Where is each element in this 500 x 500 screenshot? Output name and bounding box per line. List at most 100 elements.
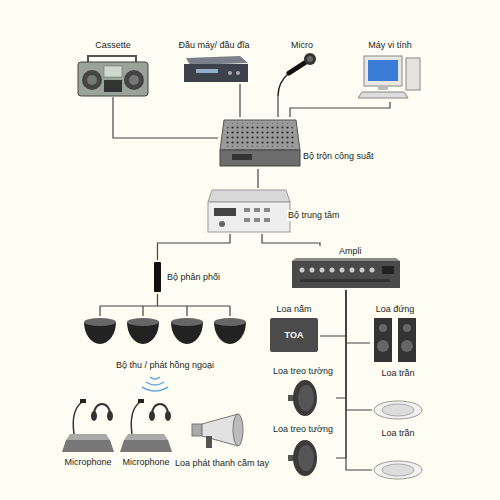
floor-speaker-picture xyxy=(374,318,392,362)
floor-speaker-picture xyxy=(379,324,387,332)
device-label: Bộ phân phối xyxy=(166,272,221,283)
speaker-node: Loa treo tường xyxy=(270,366,336,418)
cassette-picture xyxy=(78,56,148,96)
megaphone-picture xyxy=(233,414,243,446)
cassette-picture xyxy=(87,75,97,85)
conference-microphone-picture xyxy=(149,411,155,421)
distributor-picture xyxy=(154,262,161,292)
amplifier-picture xyxy=(382,266,394,274)
conference-microphone-picture xyxy=(120,399,172,452)
central-unit-picture xyxy=(219,221,225,227)
infrared-waves xyxy=(142,377,168,391)
ceiling-speaker-picture xyxy=(374,461,422,479)
computer-picture xyxy=(364,56,402,86)
central-unit-picture xyxy=(208,190,290,202)
ceiling-speaker-picture xyxy=(382,464,414,476)
infrared-waves xyxy=(150,377,160,379)
device-label: Bộ thu / phát hồng ngoại xyxy=(115,360,215,371)
conference-mic-node: Microphone xyxy=(119,396,173,468)
infrared-dome-pictures xyxy=(127,318,159,326)
device-label: Microphone xyxy=(121,457,170,468)
floor-speaker-picture xyxy=(403,324,411,332)
infrared-waves xyxy=(142,387,168,391)
infrared-node: Bộ thu / phát hồng ngoại xyxy=(80,316,250,372)
conference-microphone-picture xyxy=(120,440,172,452)
cassette-picture xyxy=(104,80,122,92)
device-label: Loa treo tường xyxy=(272,366,334,377)
cassette-picture xyxy=(104,66,122,77)
amplifier-picture xyxy=(370,268,375,273)
microphone-node: Micro xyxy=(268,40,328,96)
device-label: Loa nấm xyxy=(275,304,312,315)
microphone-picture xyxy=(289,62,306,73)
device-label: Đầu máy/ đầu đĩa xyxy=(177,40,250,51)
player-picture xyxy=(236,71,240,75)
device-label: Ampli xyxy=(338,246,363,257)
conference-microphone-picture xyxy=(107,411,113,421)
ceiling-speaker-picture xyxy=(374,401,422,419)
connector-line xyxy=(158,234,231,260)
megaphone-node: Loa phát thanh cầm tay xyxy=(172,410,273,470)
amplifier-picture xyxy=(292,258,400,288)
microphone-picture xyxy=(307,56,313,62)
speaker-node: Loa trần xyxy=(372,428,424,482)
infrared-dome-pictures xyxy=(214,318,246,326)
amplifier-picture xyxy=(292,261,400,288)
conference-microphone-picture xyxy=(124,434,168,440)
wall-speaker-picture xyxy=(298,445,314,471)
central-unit-picture xyxy=(244,208,250,212)
mixer-picture xyxy=(220,120,300,150)
device-label: Máy vi tính xyxy=(367,40,413,51)
conference-microphone-picture xyxy=(62,399,114,452)
connector-line xyxy=(336,290,346,398)
amplifier-picture xyxy=(360,268,365,273)
wall-speaker-picture xyxy=(293,440,317,476)
central-unit-picture xyxy=(264,208,270,212)
infrared-dome-pictures xyxy=(84,318,246,344)
speaker-node: Loa trần xyxy=(372,368,424,422)
ceiling-speaker-picture xyxy=(374,401,422,419)
conference-mic-node: Microphone xyxy=(61,396,115,468)
conference-microphone-picture xyxy=(138,399,144,403)
wall-speaker-picture xyxy=(288,380,317,416)
ceiling-speaker-picture xyxy=(382,404,414,416)
megaphone-picture xyxy=(206,436,212,448)
cassette-picture xyxy=(124,70,144,90)
central-unit-picture xyxy=(254,208,260,212)
infrared-dome-pictures xyxy=(84,318,116,326)
conference-microphone-picture xyxy=(165,411,171,421)
floor-speaker-picture xyxy=(374,318,416,362)
infrared-dome-pictures xyxy=(171,318,203,326)
mixer-picture xyxy=(232,154,252,160)
cassette-picture xyxy=(88,56,136,62)
box-speaker-picture xyxy=(270,318,318,352)
amplifier-picture xyxy=(310,268,315,273)
brand-logo: TOA xyxy=(285,330,304,341)
amplifier-picture xyxy=(300,268,305,273)
mixer-node: Bộ trộn công suất xyxy=(218,117,377,169)
conference-microphone-picture xyxy=(91,411,97,421)
amplifier-picture xyxy=(330,268,335,273)
device-label: Loa trần xyxy=(380,428,415,439)
player-picture xyxy=(228,71,232,75)
player-picture xyxy=(196,69,218,73)
player-picture xyxy=(186,56,248,65)
device-label: Microphone xyxy=(63,457,112,468)
connector-line xyxy=(346,290,372,410)
connector-line xyxy=(113,97,218,138)
speaker-node: Loa nấm xyxy=(268,304,320,354)
amplifier-picture xyxy=(292,258,400,261)
mixer-picture xyxy=(225,123,295,147)
connector-line xyxy=(290,102,390,117)
floor-speaker-picture xyxy=(377,340,389,352)
device-label: Bộ trộn công suất xyxy=(302,151,375,162)
central-unit-picture xyxy=(214,208,236,216)
amplifier-picture xyxy=(350,268,355,273)
speaker-node: Loa treo tường xyxy=(270,424,336,480)
cassette-picture xyxy=(82,70,102,90)
connector-line xyxy=(336,290,346,458)
amplifier-picture xyxy=(340,268,345,273)
computer-node: Máy vi tính xyxy=(355,40,425,102)
